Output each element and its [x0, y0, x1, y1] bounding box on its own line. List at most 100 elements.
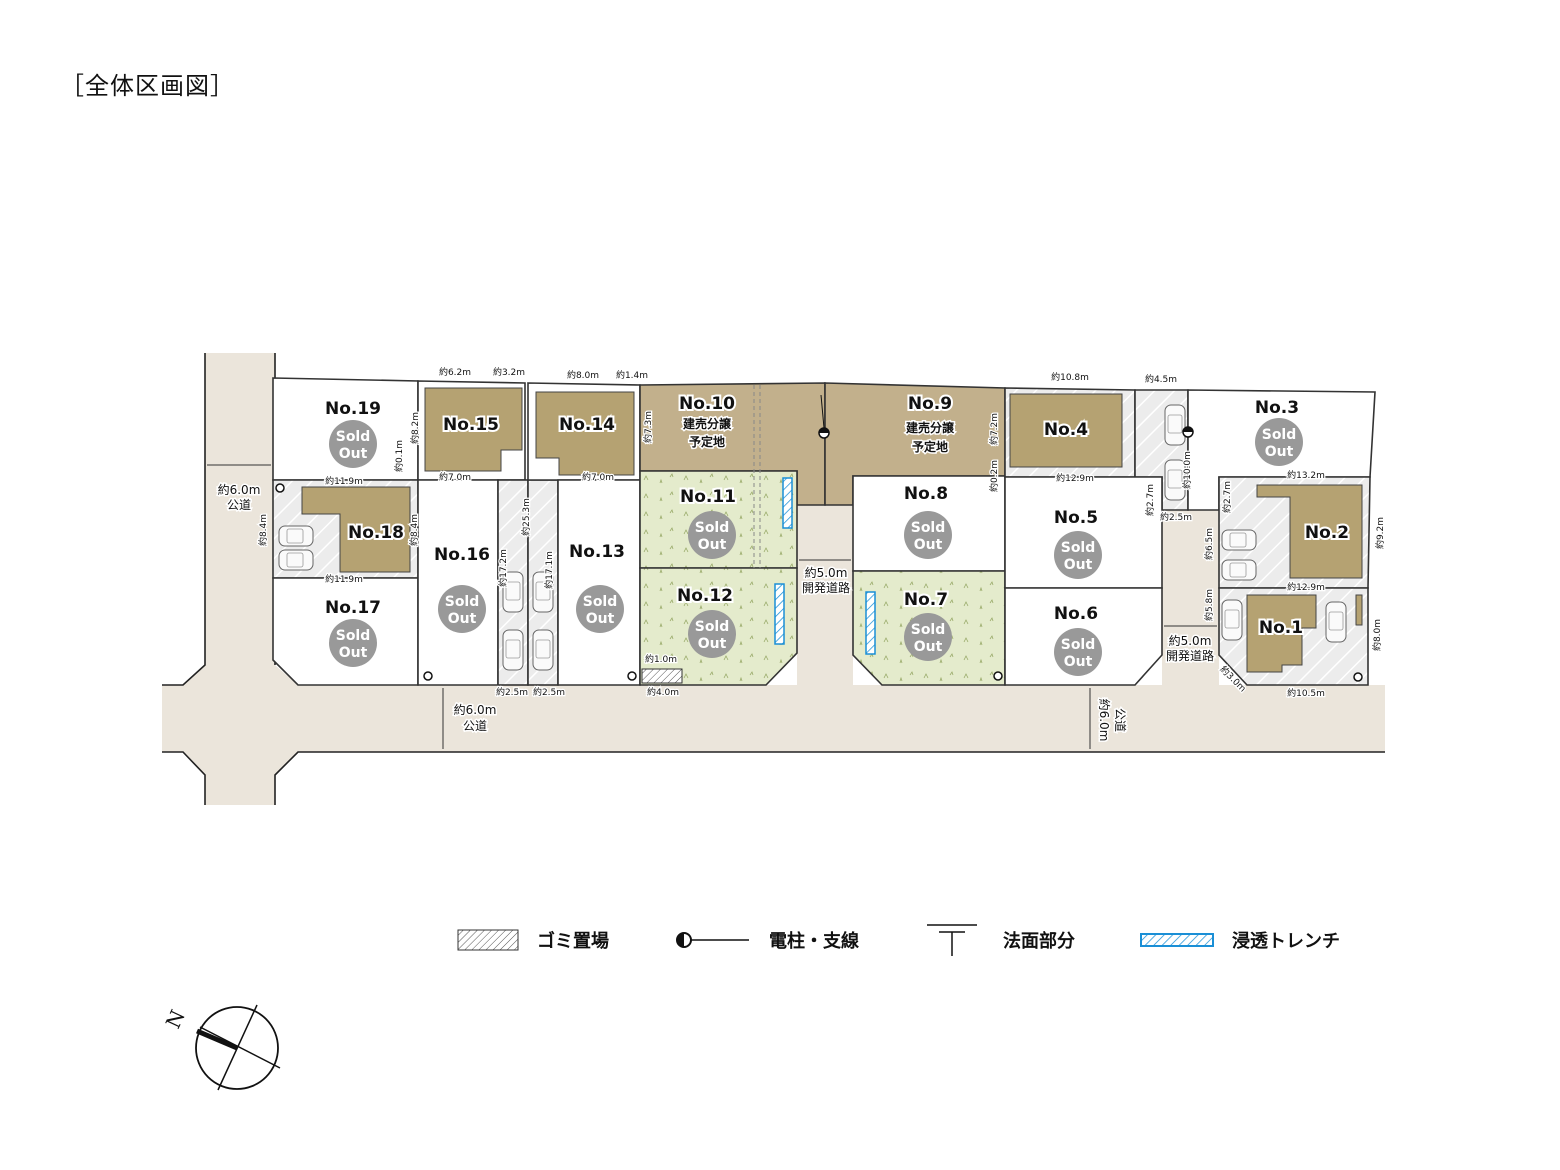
- svg-text:約10.5m: 約10.5m: [1287, 687, 1325, 699]
- utility-pole-icon: [275, 483, 285, 493]
- svg-text:約6.0m: 約6.0m: [218, 482, 261, 497]
- svg-text:約2.5m: 約2.5m: [1160, 511, 1192, 523]
- svg-text:Out: Out: [1265, 444, 1294, 460]
- svg-text:約8.0m: 約8.0m: [1371, 619, 1383, 651]
- road-labels: [207, 464, 1217, 749]
- svg-text:約0.1m: 約0.1m: [393, 440, 405, 472]
- svg-text:Sold: Sold: [445, 594, 480, 610]
- utility-pole-icon: [676, 932, 749, 948]
- sold-badge-13: Sold Out: [576, 585, 624, 633]
- svg-text:約10.0m: 約10.0m: [1181, 451, 1193, 489]
- west-public-road: [162, 353, 1385, 805]
- svg-text:Sold: Sold: [583, 594, 618, 610]
- svg-text:Sold: Sold: [336, 429, 371, 445]
- utility-pole-icon: [627, 671, 637, 681]
- svg-text:約0.2m: 約0.2m: [988, 460, 1000, 492]
- sold-badge-16: Sold Out: [438, 585, 486, 633]
- legend-item-trench: 浸透トレンチ: [1140, 922, 1340, 958]
- svg-text:Sold: Sold: [695, 619, 730, 635]
- svg-text:Out: Out: [339, 645, 368, 661]
- lot-label-2: No.2: [1305, 523, 1349, 543]
- lot-label-6: No.6: [1054, 604, 1098, 624]
- svg-text:約7.2m: 約7.2m: [988, 413, 1000, 445]
- svg-text:開発道路: 開発道路: [802, 580, 850, 595]
- building-1: [1246, 594, 1317, 673]
- lot-16[interactable]: [417, 479, 499, 686]
- lot-label-8: No.8: [904, 484, 948, 504]
- sold-badge-12: Sold Out: [688, 610, 736, 658]
- svg-text:約11.9m: 約11.9m: [325, 475, 363, 487]
- center-development-road: [797, 505, 853, 690]
- lot-label-18: No.18: [348, 523, 404, 543]
- svg-text:予定地: 予定地: [912, 439, 948, 454]
- svg-text:Out: Out: [698, 636, 727, 652]
- svg-text:Sold: Sold: [1061, 637, 1096, 653]
- lot-label-13: No.13: [569, 542, 625, 562]
- utility-pole-icon: [993, 671, 1003, 681]
- svg-text:公道: 公道: [1113, 708, 1127, 732]
- svg-text:約4.0m: 約4.0m: [647, 686, 679, 698]
- svg-text:約25.3m: 約25.3m: [520, 498, 532, 536]
- svg-text:約1.4m: 約1.4m: [616, 369, 648, 381]
- utility-pole-icon: [1353, 672, 1363, 682]
- svg-text:Out: Out: [914, 537, 943, 553]
- compass-north-label: N: [161, 1006, 190, 1032]
- sold-badge-3: Sold Out: [1255, 418, 1303, 466]
- svg-text:約10.8m: 約10.8m: [1051, 371, 1089, 383]
- lot-label-5: No.5: [1054, 508, 1098, 528]
- lot-label-16: No.16: [434, 545, 490, 565]
- svg-text:約8.4m: 約8.4m: [257, 514, 269, 546]
- svg-text:約6.2m: 約6.2m: [439, 366, 471, 378]
- svg-text:約5.8m: 約5.8m: [1203, 589, 1215, 621]
- trench-7: [865, 591, 876, 655]
- svg-text:約1.0m: 約1.0m: [645, 653, 677, 665]
- svg-text:約6.0m: 約6.0m: [454, 702, 497, 717]
- svg-text:Out: Out: [448, 611, 477, 627]
- lot-label-11: No.11: [680, 487, 736, 507]
- sold-badges: Sold Out Sold Out Sold Out Sold Out Sold…: [329, 418, 1303, 676]
- trenches: [774, 477, 876, 655]
- svg-text:約2.7m: 約2.7m: [1144, 484, 1156, 516]
- svg-text:Out: Out: [1064, 654, 1093, 670]
- sold-badge-6: Sold Out: [1054, 628, 1102, 676]
- compass: N: [161, 1004, 281, 1091]
- svg-text:約2.7m: 約2.7m: [1221, 481, 1233, 513]
- svg-text:Out: Out: [1064, 557, 1093, 573]
- lot-label-4: No.4: [1044, 420, 1088, 440]
- east-development-road: [1162, 510, 1219, 690]
- svg-text:約12.9m: 約12.9m: [1287, 581, 1325, 593]
- svg-text:約7.0m: 約7.0m: [582, 471, 614, 483]
- sold-badge-7: Sold Out: [904, 613, 952, 661]
- svg-text:予定地: 予定地: [689, 434, 725, 449]
- trench-12: [774, 583, 785, 645]
- lot-label-15: No.15: [443, 415, 499, 435]
- svg-text:約8.4m: 約8.4m: [408, 514, 420, 546]
- svg-text:建売分譲: 建売分譲: [905, 420, 955, 435]
- svg-text:Out: Out: [586, 611, 615, 627]
- trench-icon: [1140, 933, 1214, 947]
- svg-text:約4.5m: 約4.5m: [1145, 373, 1177, 385]
- road-texts: 約6.0m 公道 約6.0m 公道 約6.0m 公道 約5.0m 開発道路 約5…: [216, 481, 1215, 743]
- svg-text:Sold: Sold: [911, 520, 946, 536]
- slope-lines: [753, 385, 761, 568]
- svg-text:約17.1m: 約17.1m: [543, 551, 555, 589]
- building-18: [301, 486, 411, 573]
- sold-badge-19: Sold Out: [329, 420, 377, 468]
- utility-pole-icon: [423, 671, 433, 681]
- svg-text:約8.0m: 約8.0m: [567, 369, 599, 381]
- svg-text:約5.0m: 約5.0m: [1169, 633, 1212, 648]
- svg-text:約5.0m: 約5.0m: [805, 565, 848, 580]
- svg-text:Sold: Sold: [911, 622, 946, 638]
- page-title: ［全体区画図］: [60, 72, 235, 100]
- svg-text:公道: 公道: [463, 719, 487, 733]
- svg-text:約3.2m: 約3.2m: [493, 366, 525, 378]
- lot-13[interactable]: [557, 479, 641, 686]
- svg-text:Sold: Sold: [1262, 427, 1297, 443]
- svg-text:Out: Out: [914, 639, 943, 655]
- slope-icon: [927, 924, 977, 956]
- lot-label-12: No.12: [677, 586, 733, 606]
- building-14: [535, 391, 635, 476]
- lot-label-17: No.17: [325, 598, 381, 618]
- svg-text:約2.5m: 約2.5m: [496, 686, 528, 698]
